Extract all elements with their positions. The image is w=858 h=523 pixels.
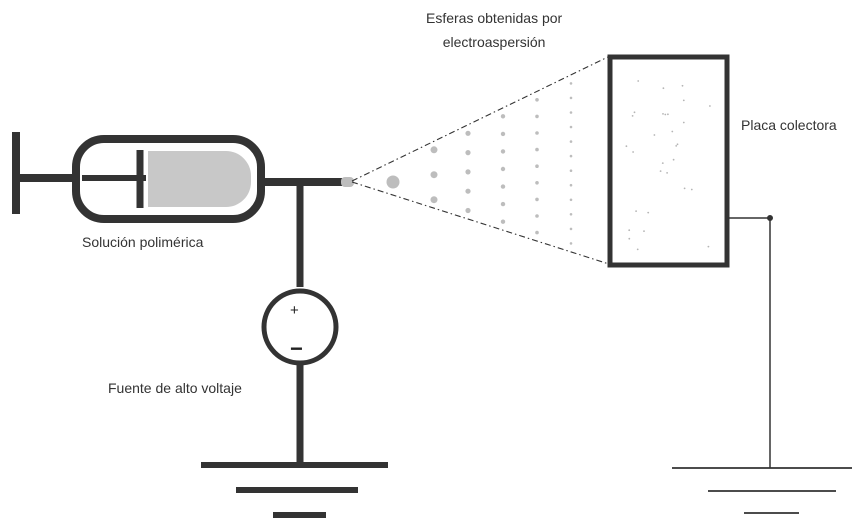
collected-sphere	[672, 158, 675, 161]
spray-cone	[351, 54, 613, 266]
collected-sphere	[707, 245, 710, 248]
sphere-droplet	[430, 196, 438, 204]
sphere-droplet	[465, 169, 471, 175]
collected-sphere	[682, 121, 685, 124]
sphere-droplet	[535, 197, 539, 202]
polymer-solution-label: Solución polimérica	[82, 234, 204, 250]
sphere-droplet	[535, 230, 539, 235]
sphere-droplet	[569, 111, 573, 114]
collected-sphere	[647, 211, 650, 214]
sphere-droplet	[500, 149, 506, 154]
collector-plate	[607, 54, 730, 268]
plus-sign: +	[290, 302, 299, 319]
sphere-droplet	[569, 154, 573, 158]
sphere-droplet	[535, 98, 539, 102]
cone-lower-edge	[351, 181, 613, 266]
electrosprayed-spheres	[386, 82, 573, 245]
collected-sphere	[666, 172, 668, 174]
collected-sphere	[633, 111, 636, 114]
collected-sphere	[661, 162, 664, 165]
sphere-droplet	[569, 140, 573, 143]
sphere-droplet	[569, 183, 573, 187]
sphere-droplet	[569, 227, 573, 231]
syringe	[12, 132, 354, 223]
collected-sphere	[664, 113, 667, 116]
collected-sphere	[662, 87, 665, 90]
collected-sphere	[667, 113, 669, 116]
sphere-droplet	[500, 201, 506, 207]
collected-spheres	[625, 80, 711, 251]
spheres-label-line-2: electroaspersión	[442, 34, 546, 50]
collected-sphere	[675, 145, 678, 147]
collected-sphere	[676, 143, 679, 146]
sphere-droplet	[430, 171, 438, 179]
spheres-label: Esferas obtenidas por electroaspersión	[426, 6, 562, 54]
collected-sphere	[659, 170, 662, 173]
cone-upper-edge	[351, 54, 613, 182]
sphere-droplet	[500, 219, 506, 224]
sphere-droplet	[465, 150, 471, 156]
collected-sphere	[683, 187, 686, 190]
collected-sphere	[636, 248, 639, 251]
collector-plate-label: Placa colectora	[741, 117, 837, 133]
collected-sphere	[625, 145, 628, 148]
collected-sphere	[662, 113, 664, 115]
collected-sphere	[635, 210, 637, 213]
collected-sphere	[690, 188, 693, 191]
collected-sphere	[709, 105, 711, 107]
voltage-source-symbol	[261, 288, 339, 366]
spheres-label-line-1: Esferas obtenidas por	[426, 10, 563, 26]
sphere-droplet	[569, 169, 573, 172]
sphere-droplet	[569, 213, 573, 216]
collected-sphere	[632, 151, 634, 153]
polymer-fluid	[148, 151, 251, 207]
collected-sphere	[628, 237, 631, 240]
sphere-droplet	[535, 114, 539, 119]
sphere-droplet	[569, 96, 573, 100]
minus-sign: −	[290, 336, 303, 361]
sphere-droplet	[535, 181, 539, 185]
sphere-droplet	[569, 125, 573, 129]
sphere-droplet	[569, 82, 573, 85]
voltage-source-label: Fuente de alto voltaje	[108, 380, 242, 396]
sphere-droplet	[430, 146, 438, 154]
collected-sphere	[681, 84, 684, 87]
sphere-droplet	[569, 242, 573, 245]
collected-sphere	[671, 130, 674, 133]
sphere-droplet	[569, 198, 573, 202]
collected-sphere	[682, 99, 685, 102]
sphere-droplet	[500, 166, 506, 172]
sphere-droplet	[535, 214, 539, 218]
collected-sphere	[628, 229, 631, 232]
sphere-droplet	[465, 188, 471, 194]
sphere-droplet	[500, 114, 506, 119]
sphere-droplet	[386, 175, 400, 189]
sphere-droplet	[535, 164, 539, 168]
sphere-droplet	[500, 131, 506, 137]
sphere-droplet	[465, 207, 471, 214]
collector-ground	[672, 215, 852, 514]
sphere-droplet	[465, 130, 471, 136]
sphere-droplet	[535, 147, 539, 152]
needle-tip	[341, 177, 354, 187]
collected-sphere	[631, 115, 634, 117]
voltage-circuit	[201, 182, 388, 518]
collected-sphere	[653, 134, 656, 136]
collected-sphere	[637, 80, 640, 82]
sphere-droplet	[535, 131, 539, 135]
collected-sphere	[643, 230, 645, 233]
sphere-droplet	[500, 184, 506, 189]
